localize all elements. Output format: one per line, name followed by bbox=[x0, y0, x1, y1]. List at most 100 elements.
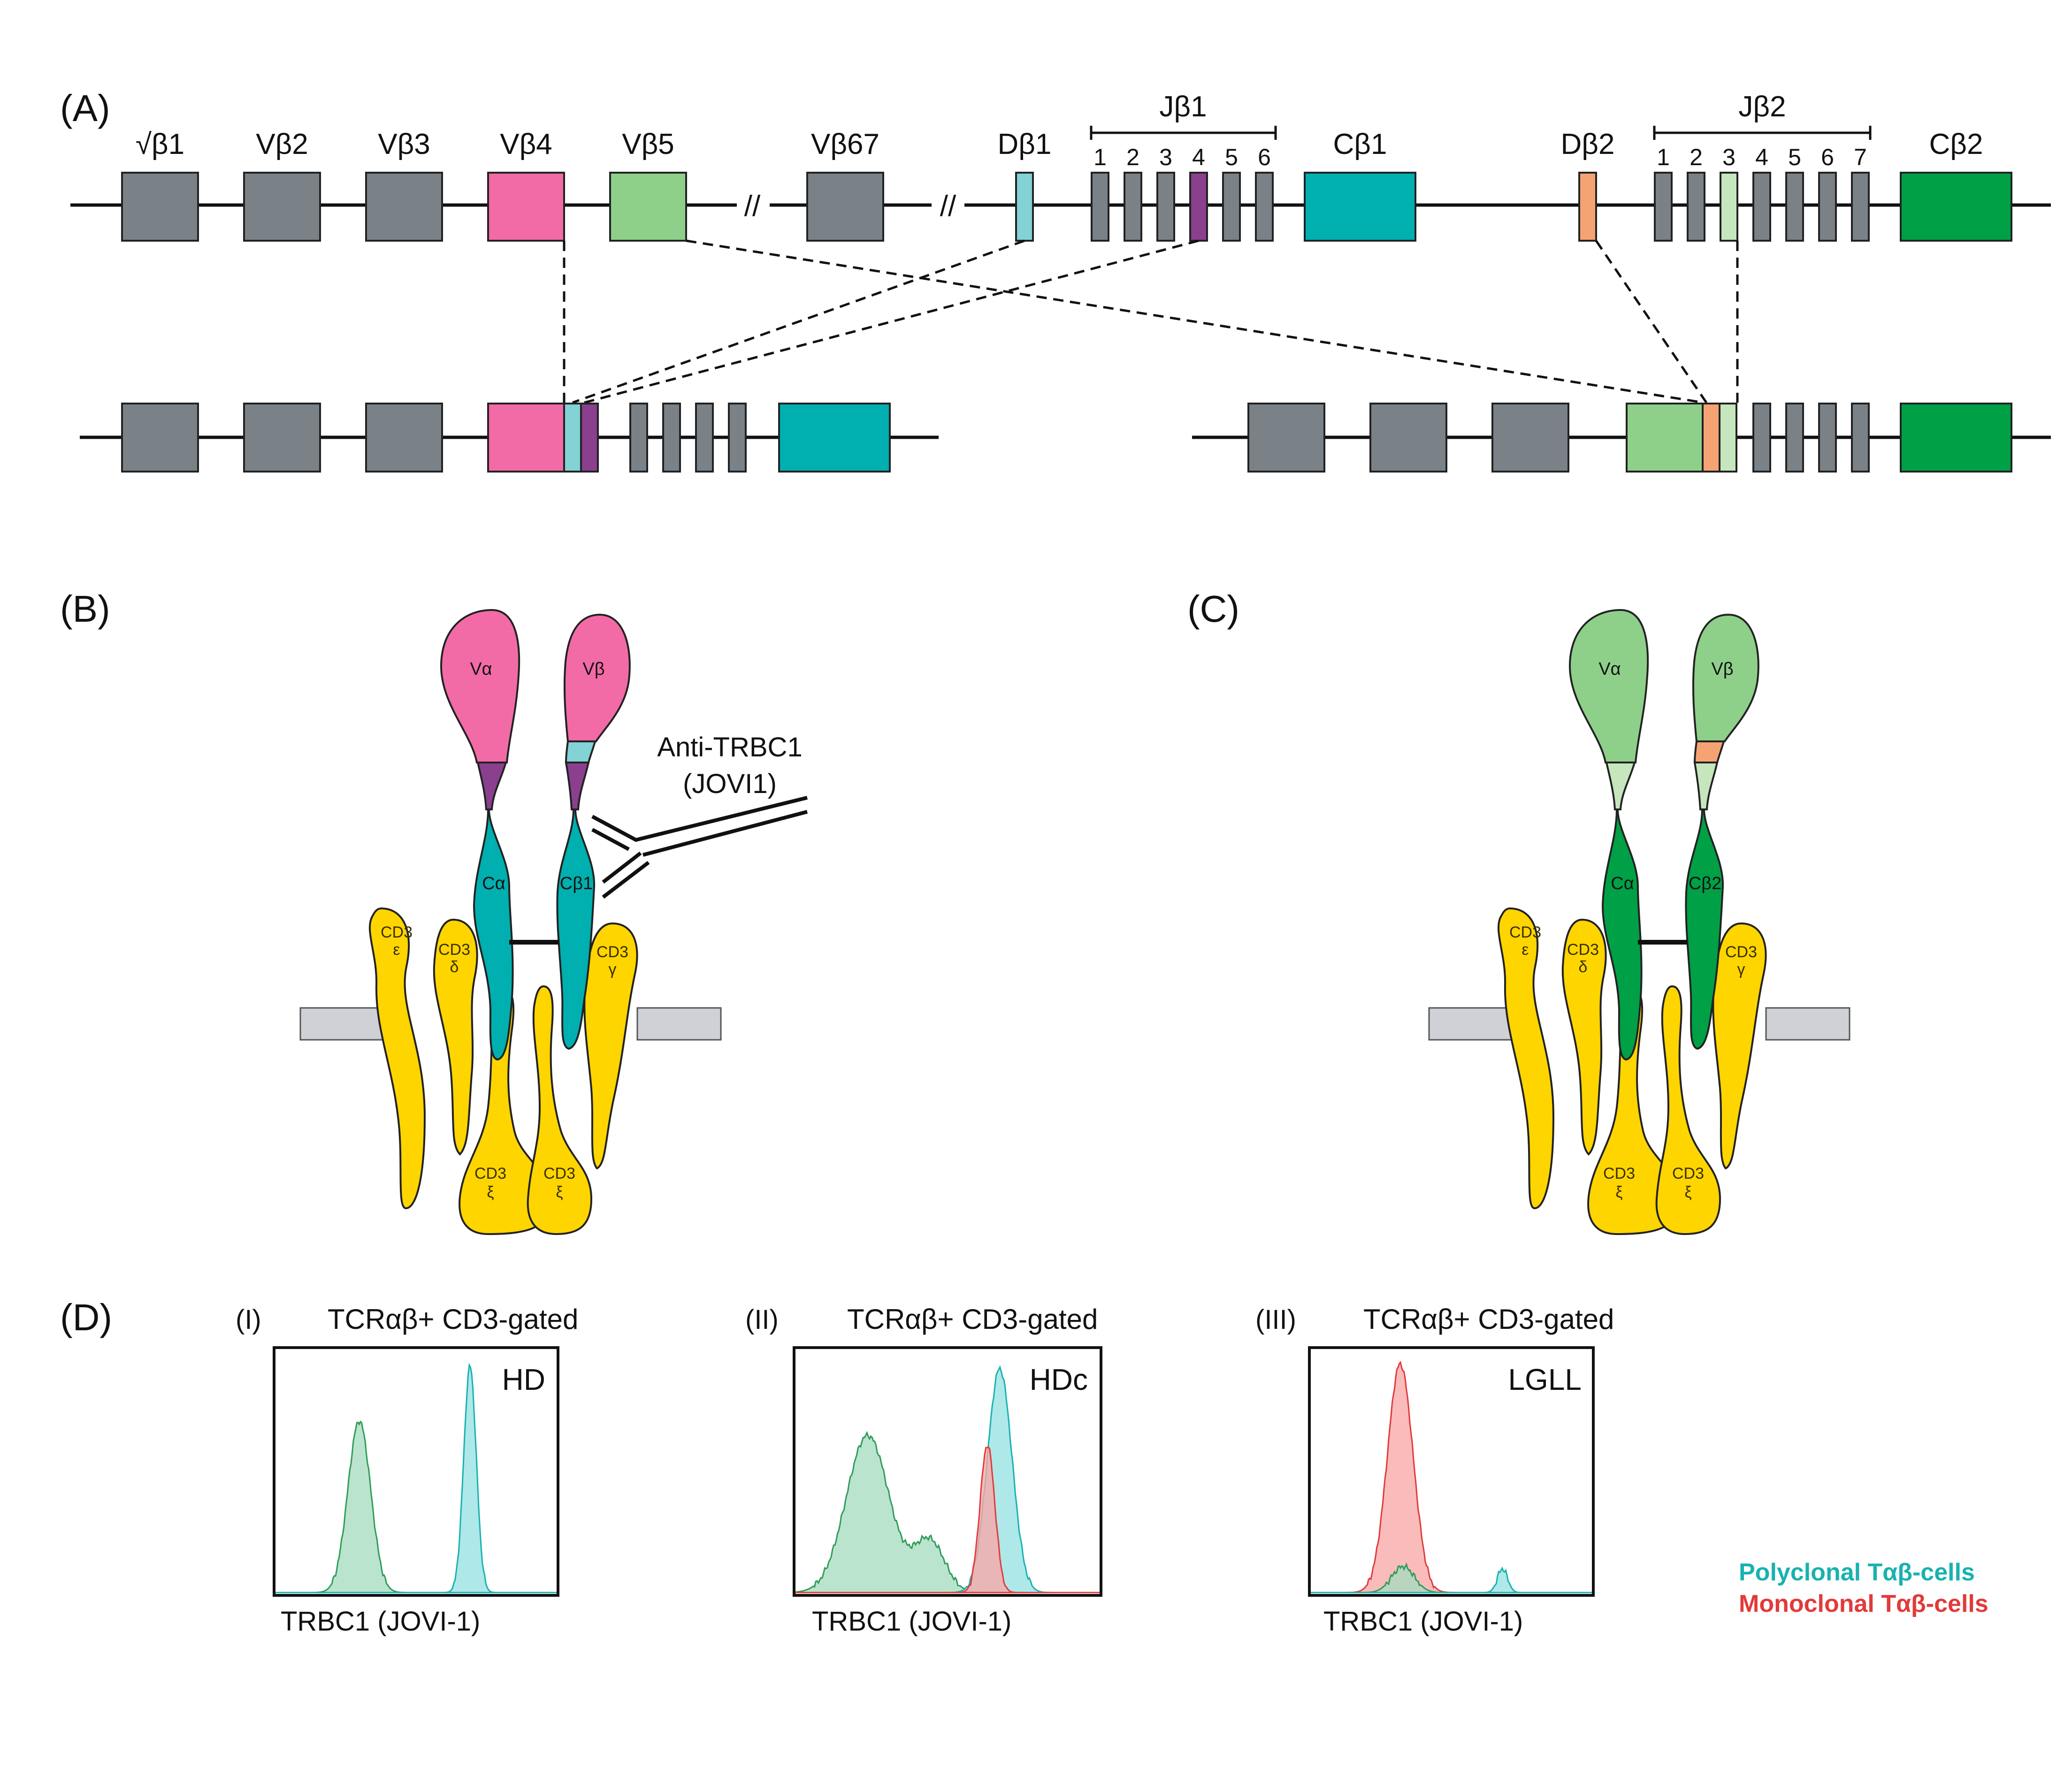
jb2-1-segment bbox=[1654, 172, 1673, 242]
histogram-3: (III) TCRαβ+ CD3-gated LGLL TRBC1 (JOVI-… bbox=[1255, 1304, 1614, 1637]
tcr-d-beta-b bbox=[565, 740, 596, 763]
jb1-1-segment bbox=[1091, 172, 1109, 242]
break-gap-2 bbox=[932, 190, 964, 220]
cd3-xi1-sym-b: ξ bbox=[487, 1183, 494, 1201]
jb1-num-5: 5 bbox=[1225, 144, 1238, 170]
histogram-1-title: TCRαβ+ CD3-gated bbox=[328, 1304, 578, 1335]
panel-b: (B) Anti-TRBC1 (JOVI1) Vα bbox=[60, 588, 808, 1235]
cd3-gamma-sym-c: γ bbox=[1737, 961, 1745, 978]
c-beta-label-b: Cβ1 bbox=[560, 874, 593, 893]
db2-label: Dβ2 bbox=[1561, 128, 1615, 160]
histogram-1-frame bbox=[273, 1346, 559, 1597]
histogram-3-polyclonal-curve bbox=[1309, 1566, 1593, 1593]
histogram-3-title: TCRαβ+ CD3-gated bbox=[1363, 1304, 1614, 1335]
jb1-num-1: 1 bbox=[1093, 144, 1107, 170]
cd3-delta-label-c: CD3 bbox=[1567, 941, 1599, 959]
histogram-2-title: TCRαβ+ CD3-gated bbox=[847, 1304, 1098, 1335]
tcr-d-beta-c bbox=[1693, 740, 1725, 763]
db1-label: Dβ1 bbox=[998, 128, 1052, 160]
tcr-j-beta-b bbox=[565, 762, 590, 810]
tcr-c-beta2-c bbox=[1685, 808, 1724, 1050]
membrane-left-c bbox=[1428, 1007, 1514, 1041]
jb1-bracket bbox=[1090, 126, 1277, 140]
membrane-left-b bbox=[299, 1007, 385, 1041]
tcr-j-alpha-c bbox=[1605, 762, 1636, 810]
jb2-6-segment bbox=[1818, 172, 1837, 242]
cb1-segment bbox=[1304, 172, 1416, 242]
cb2-label: Cβ2 bbox=[1929, 128, 1983, 160]
histogram-2-tag: HDc bbox=[1030, 1363, 1088, 1396]
antibody-label-line1: Anti-TRBC1 bbox=[657, 732, 802, 762]
histogram-3-numeral: (III) bbox=[1255, 1304, 1296, 1335]
histogram-2-frame bbox=[793, 1346, 1102, 1597]
histogram-1: (I) TCRαβ+ CD3-gated HD TRBC1 (JOVI-1) bbox=[236, 1304, 578, 1637]
cd3-xi-right-c bbox=[1655, 985, 1721, 1235]
cd3-xi2-sym-b: ξ bbox=[556, 1183, 563, 1201]
jb2-7-segment bbox=[1851, 172, 1870, 242]
vb2-label: Vβ2 bbox=[256, 128, 308, 160]
tcr-j-alpha-b bbox=[476, 762, 507, 810]
rearranged-allele-cb2 bbox=[1192, 403, 2051, 473]
cb2-segment bbox=[1900, 172, 2012, 242]
c-beta-label-c: Cβ2 bbox=[1689, 874, 1721, 893]
cd3-gamma-label-b: CD3 bbox=[596, 943, 628, 961]
tcr-v-alpha-b bbox=[440, 609, 520, 763]
vb5-label: Vβ5 bbox=[622, 128, 674, 160]
jb1-4-segment bbox=[1189, 172, 1208, 242]
db1-segment bbox=[1015, 172, 1034, 242]
break-mark-2: // bbox=[940, 190, 956, 222]
histogram-1-normal-curve bbox=[274, 1420, 558, 1593]
break-gap-1 bbox=[737, 190, 770, 220]
rearrangement-lines bbox=[563, 239, 1739, 404]
antibody-label-line2: (JOVI1) bbox=[683, 769, 777, 799]
jb2-num-2: 2 bbox=[1690, 144, 1703, 170]
panel-a-label: (A) bbox=[60, 87, 110, 129]
v-beta-label-b: Vβ bbox=[582, 659, 604, 679]
jb2-num-7: 7 bbox=[1854, 144, 1867, 170]
jb1-num-2: 2 bbox=[1126, 144, 1139, 170]
panel-a: (A) // // √β1 Vβ2 Vβ3 Vβ4 Vβ5 Vβ67 Dβ1 J… bbox=[60, 87, 2051, 473]
break-mark-1: // bbox=[744, 190, 761, 222]
vb1-label: √β1 bbox=[136, 128, 184, 160]
membrane-right-c bbox=[1765, 1007, 1850, 1041]
jb1-num-6: 6 bbox=[1258, 144, 1271, 170]
vb2-segment bbox=[243, 172, 321, 242]
jb1-num-4: 4 bbox=[1192, 144, 1205, 170]
jb1-3-segment bbox=[1156, 172, 1175, 242]
jb1-2-segment bbox=[1124, 172, 1142, 242]
cd3-xi1-label-c: CD3 bbox=[1603, 1165, 1635, 1182]
membrane-right-b bbox=[636, 1007, 722, 1041]
cd3-delta-c bbox=[1561, 918, 1607, 1156]
jb1-title: Jβ1 bbox=[1159, 91, 1207, 123]
cd3-delta-label-b: CD3 bbox=[438, 941, 470, 959]
vb4-segment bbox=[487, 172, 565, 242]
histogram-3-plot bbox=[1309, 1361, 1593, 1593]
tcr-j-beta-c bbox=[1693, 762, 1719, 810]
vb1-segment bbox=[121, 172, 199, 242]
histogram-3-tag: LGLL bbox=[1508, 1363, 1582, 1396]
cd3-xi1-sym-c: ξ bbox=[1615, 1183, 1622, 1201]
jb2-num-5: 5 bbox=[1788, 144, 1801, 170]
panel-d-label: (D) bbox=[60, 1296, 112, 1338]
panel-b-label: (B) bbox=[60, 588, 110, 630]
histogram-2-numeral: (II) bbox=[745, 1304, 779, 1335]
jb2-num-6: 6 bbox=[1821, 144, 1834, 170]
histogram-1-numeral: (I) bbox=[236, 1304, 261, 1335]
cd3-gamma-sym-b: γ bbox=[609, 961, 617, 978]
jb2-5-segment bbox=[1785, 172, 1804, 242]
cd3-delta-sym-c: δ bbox=[1579, 958, 1588, 976]
cd3-xi1-label-b: CD3 bbox=[474, 1165, 506, 1182]
histogram-3-normal-curve bbox=[1309, 1562, 1593, 1593]
rearranged-allele-cb1 bbox=[80, 403, 939, 473]
jb1-5-segment bbox=[1222, 172, 1241, 242]
panel-c: (C) Vα Vβ Cα Cβ2 CD3 ε CD3 δ CD3 bbox=[1187, 588, 1850, 1235]
jb2-2-segment bbox=[1687, 172, 1705, 242]
histogram-1-tag: HD bbox=[502, 1363, 545, 1396]
vb3-segment bbox=[365, 172, 443, 242]
histogram-3-monoclonal-curve bbox=[1309, 1361, 1593, 1593]
jb2-num-4: 4 bbox=[1755, 144, 1768, 170]
cd3-epsilon-c bbox=[1497, 907, 1555, 1210]
histogram-legend: Polyclonal Tαβ-cells Monoclonal Tαβ-cell… bbox=[1739, 1559, 1988, 1617]
legend-polyclonal: Polyclonal Tαβ-cells bbox=[1739, 1559, 1975, 1586]
